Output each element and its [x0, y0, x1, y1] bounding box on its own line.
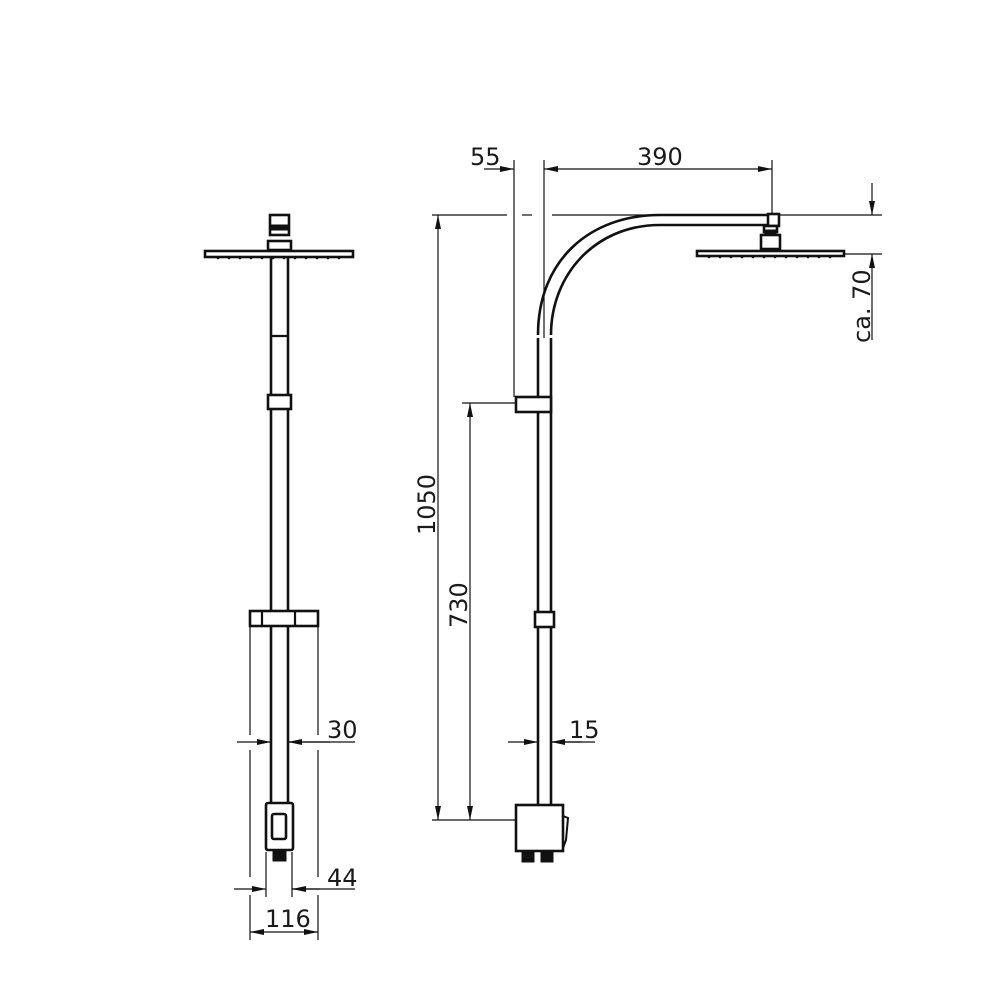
front-shelf	[248, 609, 320, 628]
front-extension-lines	[249, 627, 319, 940]
side-extension-lines	[432, 160, 773, 821]
front-shower-head	[203, 249, 355, 260]
dimension-label-390: 390	[637, 143, 683, 171]
front-shower-head-connector	[266, 213, 293, 252]
side-mixer	[514, 803, 570, 863]
front-view: 30 44 116	[203, 213, 358, 940]
dimension-label-44: 44	[327, 864, 358, 892]
side-reference-line	[432, 214, 882, 255]
side-shower-head	[695, 224, 846, 259]
dimension-pipe-width: 30	[237, 716, 358, 745]
side-riser-pipe	[514, 338, 556, 805]
dimension-label-730: 730	[445, 582, 473, 628]
dimension-label-1050: 1050	[413, 474, 441, 535]
side-view: 55 390 ca. 70 1050 730	[413, 143, 882, 863]
front-riser-pipe	[266, 257, 293, 803]
side-shower-arm	[536, 212, 781, 336]
dimension-bracket-height: 730	[445, 403, 473, 820]
dimension-label-30: 30	[327, 716, 358, 744]
front-mixer	[264, 801, 295, 862]
dimension-label-55: 55	[470, 143, 501, 171]
dimension-shelf-width: 116	[250, 905, 318, 935]
dimension-head-drop: ca. 70	[848, 183, 876, 343]
dimension-label-15: 15	[569, 716, 600, 744]
dimension-label-ca70: ca. 70	[848, 269, 876, 343]
dimension-mixer-width: 44	[234, 864, 358, 892]
dimension-total-height: 1050	[413, 215, 441, 820]
dimension-wall-offset: 55	[470, 143, 514, 172]
dimension-label-116: 116	[265, 905, 311, 933]
dimension-arm-reach: 390	[544, 143, 772, 172]
dimension-pipe-diameter: 15	[508, 716, 600, 745]
